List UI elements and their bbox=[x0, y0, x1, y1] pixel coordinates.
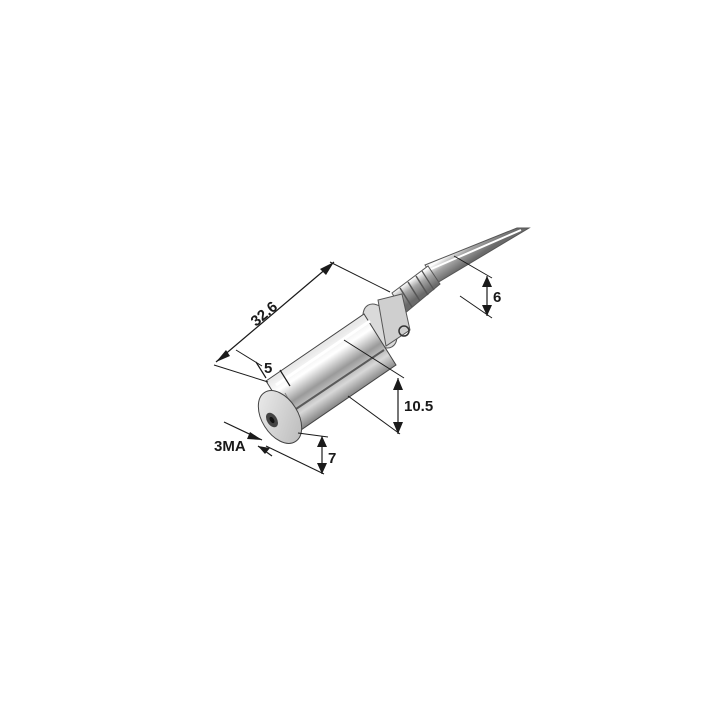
cable-diameter-dimension bbox=[453, 255, 493, 319]
thread-label: 3MA bbox=[214, 438, 246, 455]
body-rear bbox=[362, 293, 411, 349]
cable bbox=[424, 227, 531, 284]
face-height-dimension bbox=[265, 432, 329, 475]
body-height-dimension bbox=[343, 339, 405, 435]
face-offset-dimension bbox=[235, 349, 291, 387]
face-height-label: 7 bbox=[328, 450, 336, 467]
body-height-label: 10.5 bbox=[404, 398, 433, 415]
length-dimension bbox=[213, 261, 391, 383]
thread-dimension bbox=[223, 421, 273, 457]
sensing-face bbox=[257, 390, 303, 444]
cable-diameter-label: 6 bbox=[493, 289, 501, 306]
length-label: 32.6 bbox=[248, 298, 281, 330]
face-offset-label: 5 bbox=[264, 360, 272, 377]
